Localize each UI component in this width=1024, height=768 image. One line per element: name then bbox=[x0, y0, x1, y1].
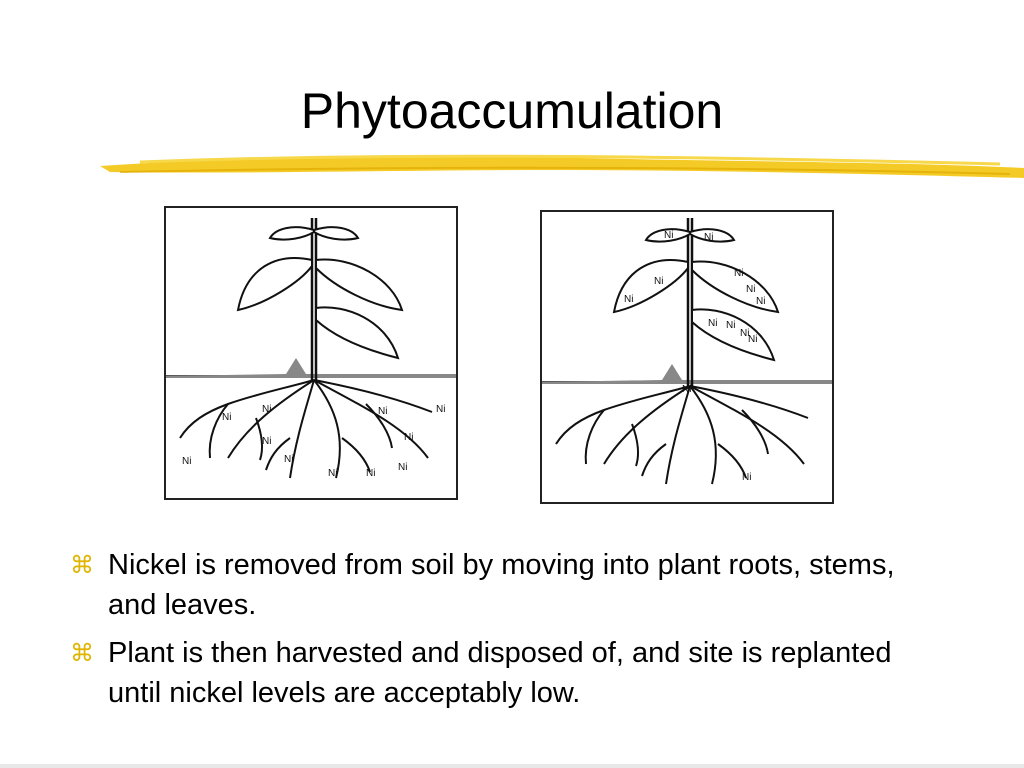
ni-label: Ni bbox=[262, 404, 271, 415]
plant-stem bbox=[686, 218, 694, 386]
ni-label: Ni bbox=[726, 320, 735, 331]
ni-label: Ni bbox=[284, 454, 293, 465]
plant-leaves bbox=[236, 226, 404, 360]
plant-figure-after: Ni Ni Ni Ni Ni Ni Ni Ni Ni Ni Ni Ni Ni bbox=[540, 210, 834, 504]
ni-label: Ni bbox=[378, 406, 387, 417]
ni-label: Ni bbox=[398, 462, 407, 473]
ni-label: Ni bbox=[222, 412, 231, 423]
ni-label: Ni bbox=[654, 276, 663, 287]
ni-label: Ni bbox=[742, 472, 751, 483]
ni-label: Ni bbox=[664, 230, 673, 241]
ni-label: Ni bbox=[708, 318, 717, 329]
plant-leaves bbox=[612, 228, 780, 362]
ni-label: Ni bbox=[682, 384, 691, 395]
plant-figure-before: Ni Ni Ni Ni Ni Ni Ni Ni Ni Ni Ni bbox=[164, 206, 458, 500]
plant-stem bbox=[310, 218, 318, 380]
bullet-text: Nickel is removed from soil by moving in… bbox=[108, 549, 895, 621]
nickel-markers-plant: Ni Ni Ni Ni Ni Ni Ni Ni Ni Ni Ni Ni Ni bbox=[624, 230, 765, 483]
ni-label: Ni bbox=[704, 232, 713, 243]
slide-bottom-edge bbox=[0, 764, 1024, 768]
ni-label: Ni bbox=[746, 284, 755, 295]
ni-label: Ni bbox=[182, 456, 191, 467]
bullet-item: ⌘ Nickel is removed from soil by moving … bbox=[70, 545, 950, 625]
bullet-item: ⌘ Plant is then harvested and disposed o… bbox=[70, 633, 950, 713]
ni-label: Ni bbox=[262, 436, 271, 447]
command-key-icon: ⌘ bbox=[70, 639, 94, 667]
bullet-list: ⌘ Nickel is removed from soil by moving … bbox=[70, 545, 950, 721]
ni-label: Ni bbox=[436, 404, 445, 415]
ni-label: Ni bbox=[734, 268, 743, 279]
command-key-icon: ⌘ bbox=[70, 551, 94, 579]
slide-title: Phytoaccumulation bbox=[300, 83, 724, 139]
plant-roots bbox=[179, 379, 433, 479]
ni-label: Ni bbox=[328, 468, 337, 479]
bullet-text: Plant is then harvested and disposed of,… bbox=[108, 637, 892, 709]
ni-label: Ni bbox=[366, 468, 375, 479]
ni-label: Ni bbox=[624, 294, 633, 305]
ni-label: Ni bbox=[404, 432, 413, 443]
ni-label: Ni bbox=[748, 334, 757, 345]
ni-label: Ni bbox=[756, 296, 765, 307]
ni-label: Ni bbox=[740, 328, 749, 339]
nickel-markers-soil: Ni Ni Ni Ni Ni Ni Ni Ni Ni Ni Ni bbox=[182, 404, 445, 479]
title-underline bbox=[100, 154, 1024, 178]
plant-roots bbox=[555, 385, 809, 485]
